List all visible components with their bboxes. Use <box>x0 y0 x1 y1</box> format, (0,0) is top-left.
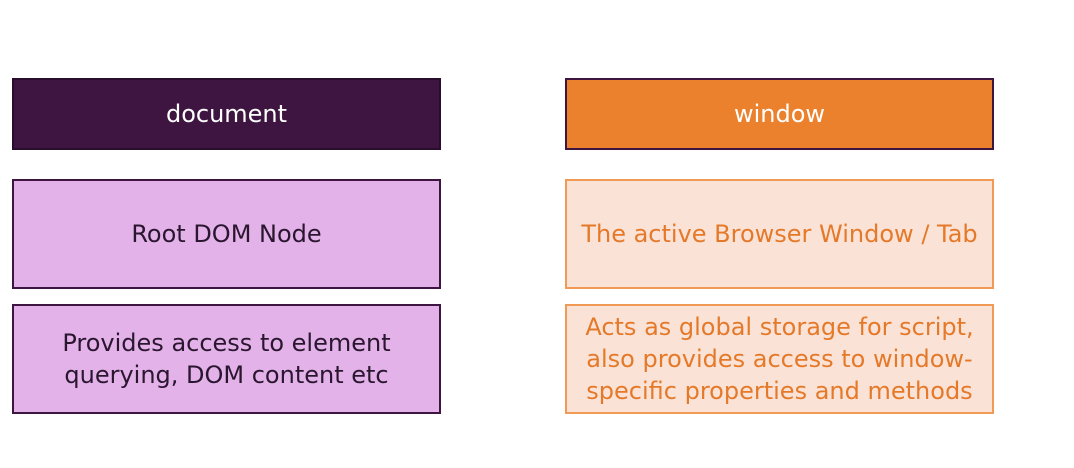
window-header-label: window <box>733 100 826 128</box>
window-header-box: window <box>565 78 994 150</box>
document-header-label: document <box>165 100 288 128</box>
window-active-label: The active Browser Window / Tab <box>581 220 978 248</box>
document-root-box: Root DOM Node <box>12 179 441 289</box>
window-description-label: Acts as global storage for script, also … <box>585 313 974 405</box>
document-root-label: Root DOM Node <box>131 220 322 248</box>
window-description-box: Acts as global storage for script, also … <box>565 304 994 414</box>
document-description-box: Provides access to element querying, DOM… <box>12 304 441 414</box>
document-header-box: document <box>12 78 441 150</box>
document-description-label: Provides access to element querying, DOM… <box>62 329 391 389</box>
window-active-box: The active Browser Window / Tab <box>565 179 994 289</box>
